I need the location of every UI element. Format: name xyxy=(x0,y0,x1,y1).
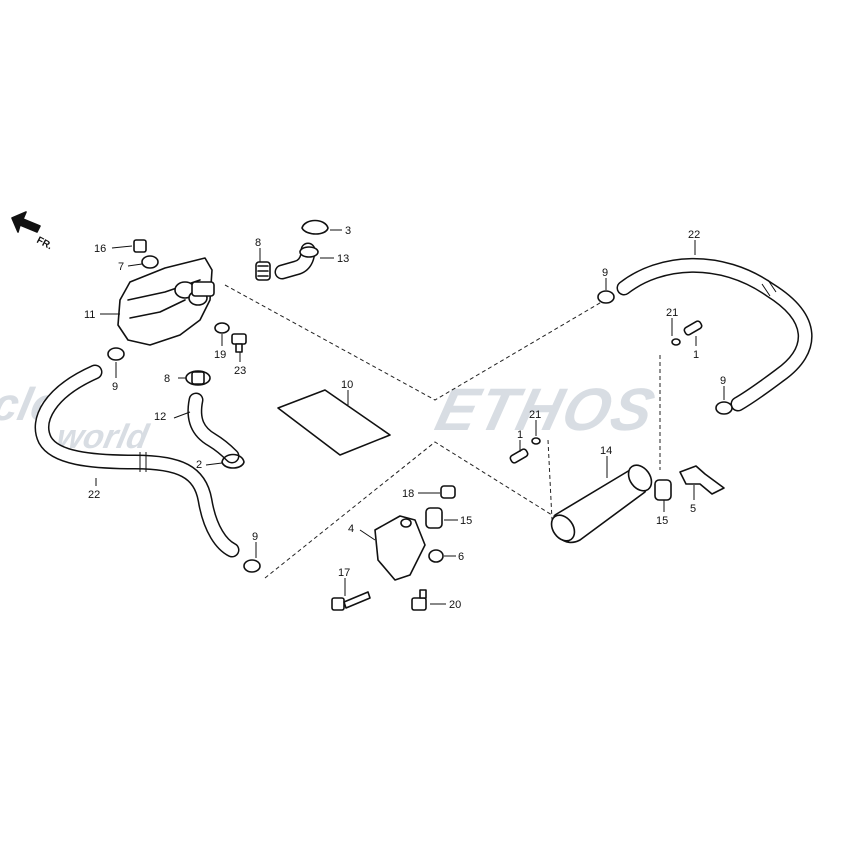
clamp-8-top xyxy=(255,261,271,281)
callout-21-upper: 21 xyxy=(666,307,678,319)
bolt-17 xyxy=(331,591,371,611)
callout-21-lower: 21 xyxy=(529,409,541,421)
rubber-15-right xyxy=(654,479,672,501)
callout-9-left: 9 xyxy=(112,381,118,393)
callout-23: 23 xyxy=(234,365,246,377)
clip-9-upper-right xyxy=(597,290,615,304)
callout-9-lower: 9 xyxy=(252,531,258,543)
callout-20: 20 xyxy=(449,599,461,611)
clip-9-right xyxy=(715,401,733,415)
callout-15-right: 15 xyxy=(656,515,668,527)
front-arrow-icon xyxy=(11,211,41,233)
clip-9-left xyxy=(107,347,125,361)
bolt-20 xyxy=(411,589,427,611)
callout-6: 6 xyxy=(458,551,464,563)
callout-2: 2 xyxy=(196,459,202,471)
rubber-15-center xyxy=(425,507,443,529)
callout-12: 12 xyxy=(154,411,166,423)
clip-21-upper xyxy=(671,338,681,346)
joint-1-lower xyxy=(509,448,529,464)
clip-9-lower xyxy=(243,559,261,573)
leader-lines xyxy=(95,229,725,605)
bolt-23 xyxy=(231,333,247,353)
joint-1-upper xyxy=(683,320,703,336)
watermark-group: cycle world ETHOS xyxy=(0,376,663,456)
hose-22-left xyxy=(34,364,240,558)
pad-10 xyxy=(277,389,391,456)
callout-15-center: 15 xyxy=(460,515,472,527)
callout-5: 5 xyxy=(690,503,696,515)
callout-10: 10 xyxy=(341,379,353,391)
reservoir-tank-11 xyxy=(117,257,215,346)
clip-2 xyxy=(221,453,245,469)
callout-7: 7 xyxy=(118,261,124,273)
callout-1-lower: 1 xyxy=(517,429,523,441)
bracket-4 xyxy=(374,515,426,581)
watermark-ethos: ETHOS xyxy=(430,376,663,443)
front-label: FR. xyxy=(35,235,55,252)
callout-11: 11 xyxy=(84,309,95,321)
callout-18: 18 xyxy=(402,488,414,500)
clip-21-lower xyxy=(531,437,541,445)
callout-9-upper-right: 9 xyxy=(602,267,608,279)
callout-17: 17 xyxy=(338,567,350,579)
clip-3 xyxy=(301,219,329,235)
clamp-8-bottom xyxy=(185,370,211,386)
hose-13 xyxy=(274,242,319,280)
dashed-routing-lines xyxy=(224,284,661,579)
grommet-18 xyxy=(440,485,456,499)
callout-14: 14 xyxy=(600,445,612,457)
collar-6 xyxy=(428,549,444,563)
canister-14 xyxy=(550,464,653,544)
callout-19: 19 xyxy=(214,349,226,361)
callout-1-upper: 1 xyxy=(693,349,699,361)
washer-19 xyxy=(214,322,230,334)
callout-22-right: 22 xyxy=(688,229,700,241)
hose-22-right xyxy=(616,257,813,412)
callout-16: 16 xyxy=(94,243,106,255)
callout-3: 3 xyxy=(345,225,351,237)
callout-9-right: 9 xyxy=(720,375,726,387)
callout-labels: 16 7 11 9 8 3 13 19 23 8 10 12 2 22 9 22… xyxy=(84,225,726,611)
callout-8-top: 8 xyxy=(255,237,261,249)
callout-8-bottom: 8 xyxy=(164,373,170,385)
callout-4: 4 xyxy=(348,523,354,535)
hose-12 xyxy=(187,392,240,464)
bracket-5 xyxy=(679,465,725,495)
callout-13: 13 xyxy=(337,253,349,265)
grommet-7 xyxy=(141,255,159,269)
cap-16 xyxy=(133,239,147,253)
front-direction-indicator: FR. xyxy=(11,211,55,252)
callout-22-left: 22 xyxy=(88,489,100,501)
